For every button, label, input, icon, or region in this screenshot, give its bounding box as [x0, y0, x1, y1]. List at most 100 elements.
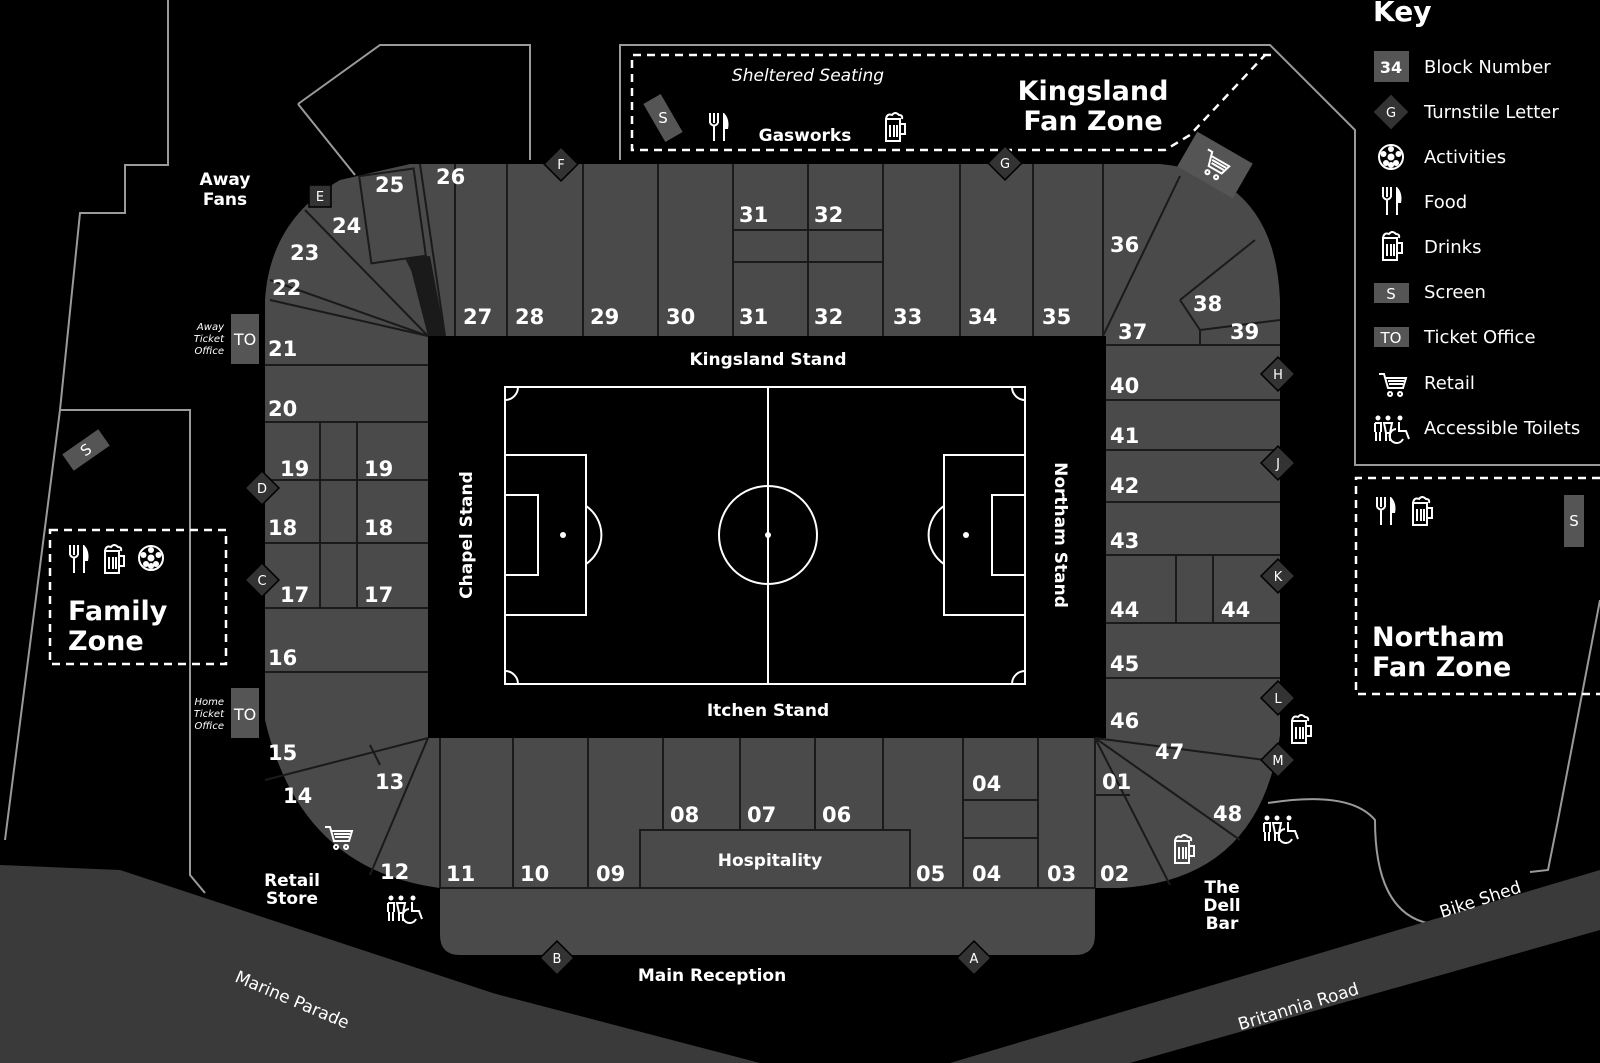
svg-text:Activities: Activities [1424, 147, 1506, 168]
turnstile-l[interactable]: L [1259, 679, 1297, 717]
block-number: 27 [463, 305, 492, 329]
turnstile-g[interactable]: G [986, 144, 1024, 182]
block-number: 21 [268, 337, 297, 361]
block-number: 33 [893, 305, 922, 329]
pitch [504, 386, 1026, 685]
turnstile-d[interactable]: D [243, 469, 281, 507]
screen-northam: S [1564, 495, 1584, 547]
block-number: 20 [268, 397, 297, 421]
svg-text:M: M [1272, 754, 1283, 769]
away-ticket-office[interactable]: TO Away Ticket Office [194, 314, 259, 364]
svg-text:Office: Office [194, 721, 224, 732]
block-number: 17 [280, 583, 309, 607]
svg-text:D: D [257, 482, 267, 497]
main-reception-label: Main Reception [638, 966, 786, 986]
block-number: 32 [814, 305, 843, 329]
retail-store-line2: Store [266, 889, 318, 909]
turnstile-b[interactable]: B [538, 939, 576, 977]
dell-bar-line2: Dell [1203, 896, 1240, 916]
turnstile-a[interactable]: A [955, 939, 993, 977]
svg-text:C: C [257, 574, 266, 589]
block-number: 18 [268, 516, 297, 540]
svg-text:S: S [1569, 512, 1579, 530]
turnstile-m[interactable]: M [1259, 741, 1297, 779]
block-number: 09 [596, 862, 625, 886]
key-item-screen: S Screen [1374, 282, 1486, 303]
svg-text:G: G [1386, 106, 1396, 121]
svg-text:Ticket: Ticket [194, 709, 225, 720]
activities-icon [138, 545, 164, 571]
block-number: 44 [1221, 598, 1250, 622]
block-number: 23 [290, 241, 319, 265]
turnstile-h[interactable]: H [1259, 355, 1297, 393]
block-number: 40 [1110, 374, 1139, 398]
block-number: 19 [364, 457, 393, 481]
svg-text:J: J [1275, 457, 1280, 472]
block-number: 14 [283, 784, 312, 808]
svg-text:TO: TO [233, 330, 256, 349]
block-number: 13 [375, 770, 404, 794]
svg-text:A: A [970, 952, 979, 967]
block-number: 04 [972, 772, 1001, 796]
block-number: 01 [1102, 770, 1131, 794]
key-title: Key [1373, 0, 1431, 28]
home-ticket-office[interactable]: TO Home Ticket Office [194, 688, 259, 738]
stand-label-east: Northam Stand [1050, 462, 1070, 608]
block-number: 19 [280, 457, 309, 481]
turnstile-f[interactable]: F [542, 145, 580, 183]
block-number: 04 [972, 862, 1001, 886]
drinks-icon [1382, 231, 1403, 261]
turnstile-c[interactable]: C [243, 561, 281, 599]
accessible-toilets-icon [1263, 814, 1299, 844]
block-number: 16 [268, 646, 297, 670]
svg-text:Home: Home [194, 697, 224, 708]
block-number: 47 [1155, 740, 1184, 764]
block-number: 25 [375, 173, 404, 197]
dell-bar-line3: Bar [1206, 914, 1239, 934]
retail-kiosk [1177, 131, 1253, 199]
key-item-turnstile: G Turnstile Letter [1371, 92, 1559, 132]
family-zone-outline [48, 528, 228, 666]
block-number: 03 [1047, 862, 1076, 886]
stand-label-north: Kingsland Stand [690, 350, 847, 370]
svg-text:Away: Away [196, 322, 225, 333]
svg-text:Turnstile Letter: Turnstile Letter [1423, 102, 1559, 123]
kingsland-fan-zone-line1: Kingsland [1018, 76, 1169, 107]
block-number: 43 [1110, 529, 1139, 553]
block-number: 10 [520, 862, 549, 886]
svg-text:TO: TO [233, 705, 256, 724]
block-number: 31 [739, 203, 768, 227]
block-number: 44 [1110, 598, 1139, 622]
food-icon [69, 544, 90, 574]
accessible-toilets-icon [387, 894, 423, 924]
block-number: 36 [1110, 233, 1139, 257]
svg-text:S: S [1386, 285, 1396, 303]
turnstiles: A B C D E F G H J K L M [243, 144, 1297, 977]
stand-label-south: Itchen Stand [707, 701, 829, 721]
activities-icon [1378, 144, 1404, 170]
svg-text:H: H [1273, 368, 1283, 383]
svg-text:B: B [553, 952, 562, 967]
drinks-icon [885, 112, 906, 142]
family-zone-line2: Zone [68, 626, 144, 657]
food-icon [1382, 186, 1403, 216]
gasworks-label: Gasworks [759, 126, 852, 146]
block-number: 06 [822, 803, 851, 827]
block-number: 32 [814, 203, 843, 227]
drinks-icon [104, 544, 125, 574]
northam-fan-zone-line2: Fan Zone [1372, 652, 1511, 683]
away-fans-line1: Away [200, 170, 251, 190]
block-number: 17 [364, 583, 393, 607]
key-item-block-number: 34 Block Number [1374, 51, 1551, 82]
svg-text:K: K [1274, 570, 1283, 585]
turnstile-j[interactable]: J [1259, 444, 1297, 482]
turnstile-k[interactable]: K [1259, 557, 1297, 595]
block-number: 42 [1110, 474, 1139, 498]
svg-text:Office: Office [194, 346, 224, 357]
svg-text:L: L [1274, 692, 1282, 707]
turnstile-e[interactable]: E [308, 184, 332, 208]
block-number: 46 [1110, 709, 1139, 733]
family-zone-line1: Family [68, 596, 168, 627]
block-number: 05 [916, 862, 945, 886]
sheltered-seating-label: Sheltered Seating [732, 66, 884, 86]
